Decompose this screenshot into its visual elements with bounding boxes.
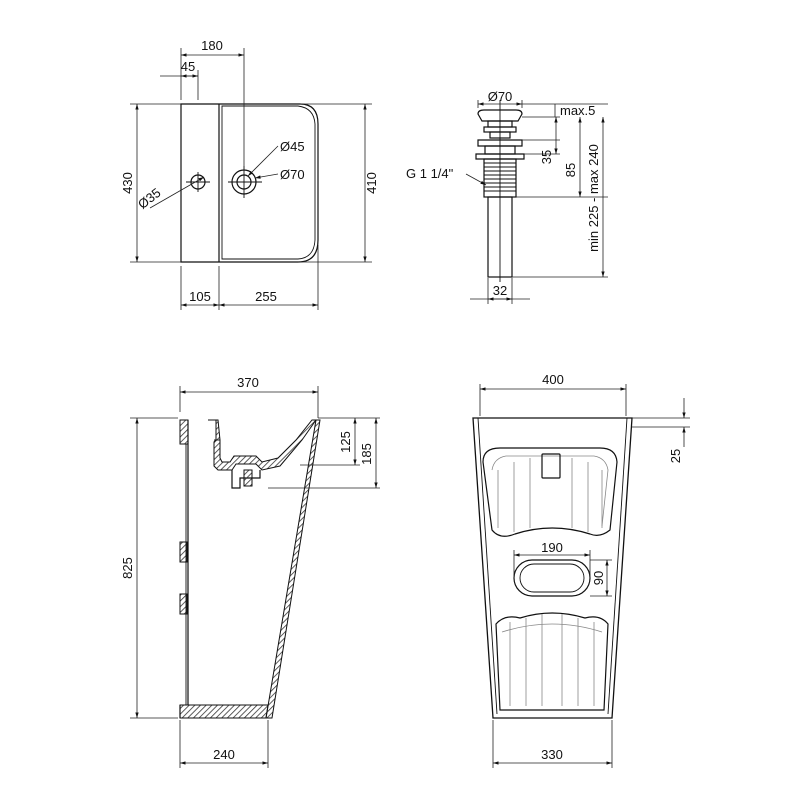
dim-32: 32 — [493, 283, 507, 298]
dim-255: 255 — [255, 289, 277, 304]
side-base — [179, 704, 269, 719]
side-front-wall — [265, 419, 321, 719]
dim-d35: Ø35 — [135, 185, 164, 212]
dim-35: 35 — [539, 150, 554, 164]
drain-view: Ø70 max.5 35 85 min 225 - max 240 G 1 1/… — [406, 89, 608, 304]
side-view: 370 125 185 825 240 — [120, 375, 380, 768]
dim-180: 180 — [201, 38, 223, 53]
dim-25: 25 — [668, 449, 683, 463]
dim-cap-d70: Ø70 — [488, 89, 513, 104]
dim-85: 85 — [563, 163, 578, 177]
dim-d45: Ø45 — [280, 139, 305, 154]
dim-190: 190 — [541, 540, 563, 555]
dim-430: 430 — [120, 172, 135, 194]
side-bowl-section — [208, 419, 317, 471]
dim-370: 370 — [237, 375, 259, 390]
thread-label: G 1 1/4" — [406, 166, 454, 181]
front-upper-panel — [482, 447, 618, 537]
dim-240: 240 — [213, 747, 235, 762]
front-outline — [472, 417, 633, 719]
dim-330: 330 — [541, 747, 563, 762]
dim-400: 400 — [542, 372, 564, 387]
dim-max5: max.5 — [560, 103, 595, 118]
top-view: 180 45 430 410 Ø35 Ø45 Ø70 105 255 — [120, 38, 379, 310]
dim-45: 45 — [181, 59, 195, 74]
dim-105: 105 — [189, 289, 211, 304]
dim-125: 125 — [338, 431, 353, 453]
front-view: 400 25 190 90 330 — [472, 372, 690, 768]
dim-185: 185 — [359, 443, 374, 465]
dim-range: min 225 - max 240 — [586, 144, 601, 252]
top-view-outline — [180, 103, 319, 263]
front-lower-panel — [495, 612, 609, 711]
dim-410: 410 — [364, 172, 379, 194]
dim-90: 90 — [591, 571, 606, 585]
dim-825: 825 — [120, 557, 135, 579]
dim-d70: Ø70 — [280, 167, 305, 182]
drain-cap — [477, 109, 523, 122]
